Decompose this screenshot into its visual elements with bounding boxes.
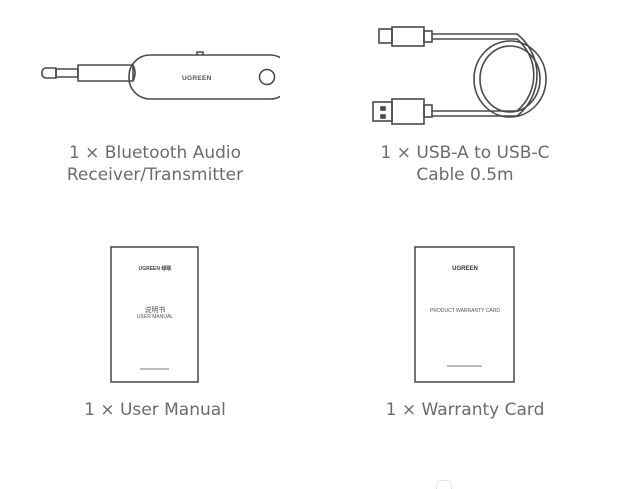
user-manual-icon	[110, 246, 199, 383]
usb-cable-icon	[372, 26, 547, 125]
caption-cable-line2: Cable 0.5m	[416, 165, 514, 185]
warranty-cover-brand: UGREEN	[452, 266, 478, 272]
caption-warranty-line1: 1 × Warranty Card	[385, 400, 545, 420]
caption-manual-line1: 1 × User Manual	[84, 400, 226, 420]
caption-warranty: 1 × Warranty Card	[330, 399, 600, 421]
caption-manual: 1 × User Manual	[20, 399, 290, 421]
manual-cover-brand: UGREEN 绿联	[138, 266, 172, 272]
caption-receiver: 1 × Bluetooth Audio Receiver/Transmitter	[20, 142, 290, 186]
bluetooth-receiver-icon: UGREEN	[41, 51, 280, 100]
warranty-card-icon	[414, 246, 515, 383]
caption-cable: 1 × USB-A to USB-C Cable 0.5m	[330, 142, 600, 186]
manual-cover-title-cn: 说明书	[144, 306, 166, 314]
manual-cover-title-en: USER MANUAL	[136, 314, 174, 320]
caption-receiver-line2: Receiver/Transmitter	[66, 165, 244, 185]
warranty-cover-title: PRODUCT WARRANTY CARD	[430, 308, 500, 314]
caption-receiver-line1: 1 × Bluetooth Audio	[68, 143, 242, 163]
caption-cable-line1: 1 × USB-A to USB-C	[380, 143, 550, 163]
bottom-edge-artifact	[436, 480, 452, 489]
device-brand-label: UGREEN	[182, 75, 212, 82]
